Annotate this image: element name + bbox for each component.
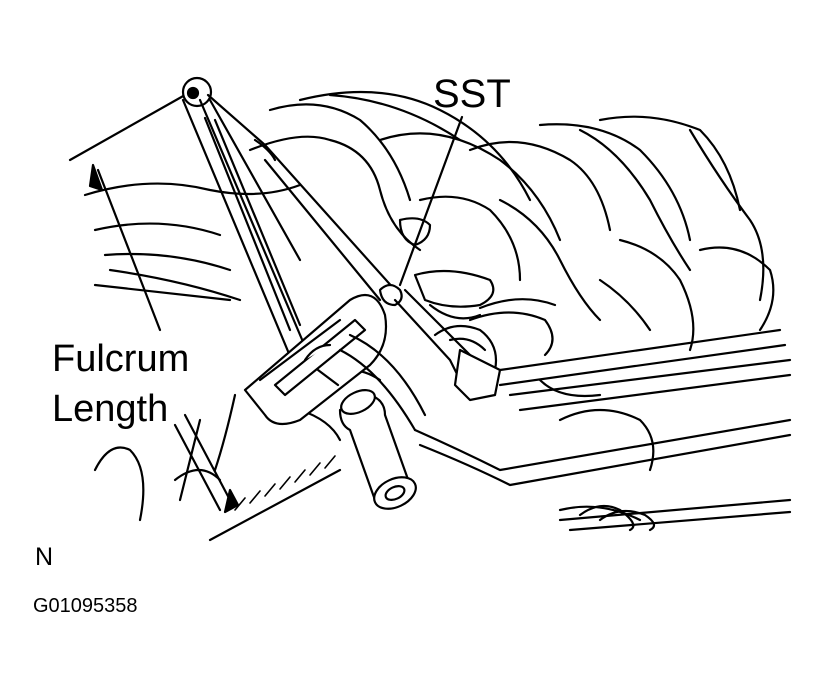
sst-label: SST bbox=[433, 72, 511, 116]
lower-frame bbox=[558, 498, 792, 532]
figure-code: G01095358 bbox=[33, 595, 138, 617]
torque-wrench bbox=[181, 76, 397, 382]
extension-bar bbox=[338, 389, 417, 510]
wrench-scale-plate bbox=[243, 293, 388, 426]
fulcrum-length-label-line2: Length bbox=[52, 388, 169, 430]
fulcrum-length-label-line1: Fulcrum bbox=[52, 338, 190, 380]
sst-wrench-head bbox=[378, 115, 495, 392]
brake-line-fitting bbox=[433, 298, 557, 402]
orientation-label: N bbox=[35, 543, 54, 571]
ground-hatching bbox=[234, 455, 336, 511]
engine-background-lines bbox=[83, 90, 775, 532]
fulcrum-dimension bbox=[68, 93, 342, 542]
brake-lines bbox=[338, 328, 792, 487]
